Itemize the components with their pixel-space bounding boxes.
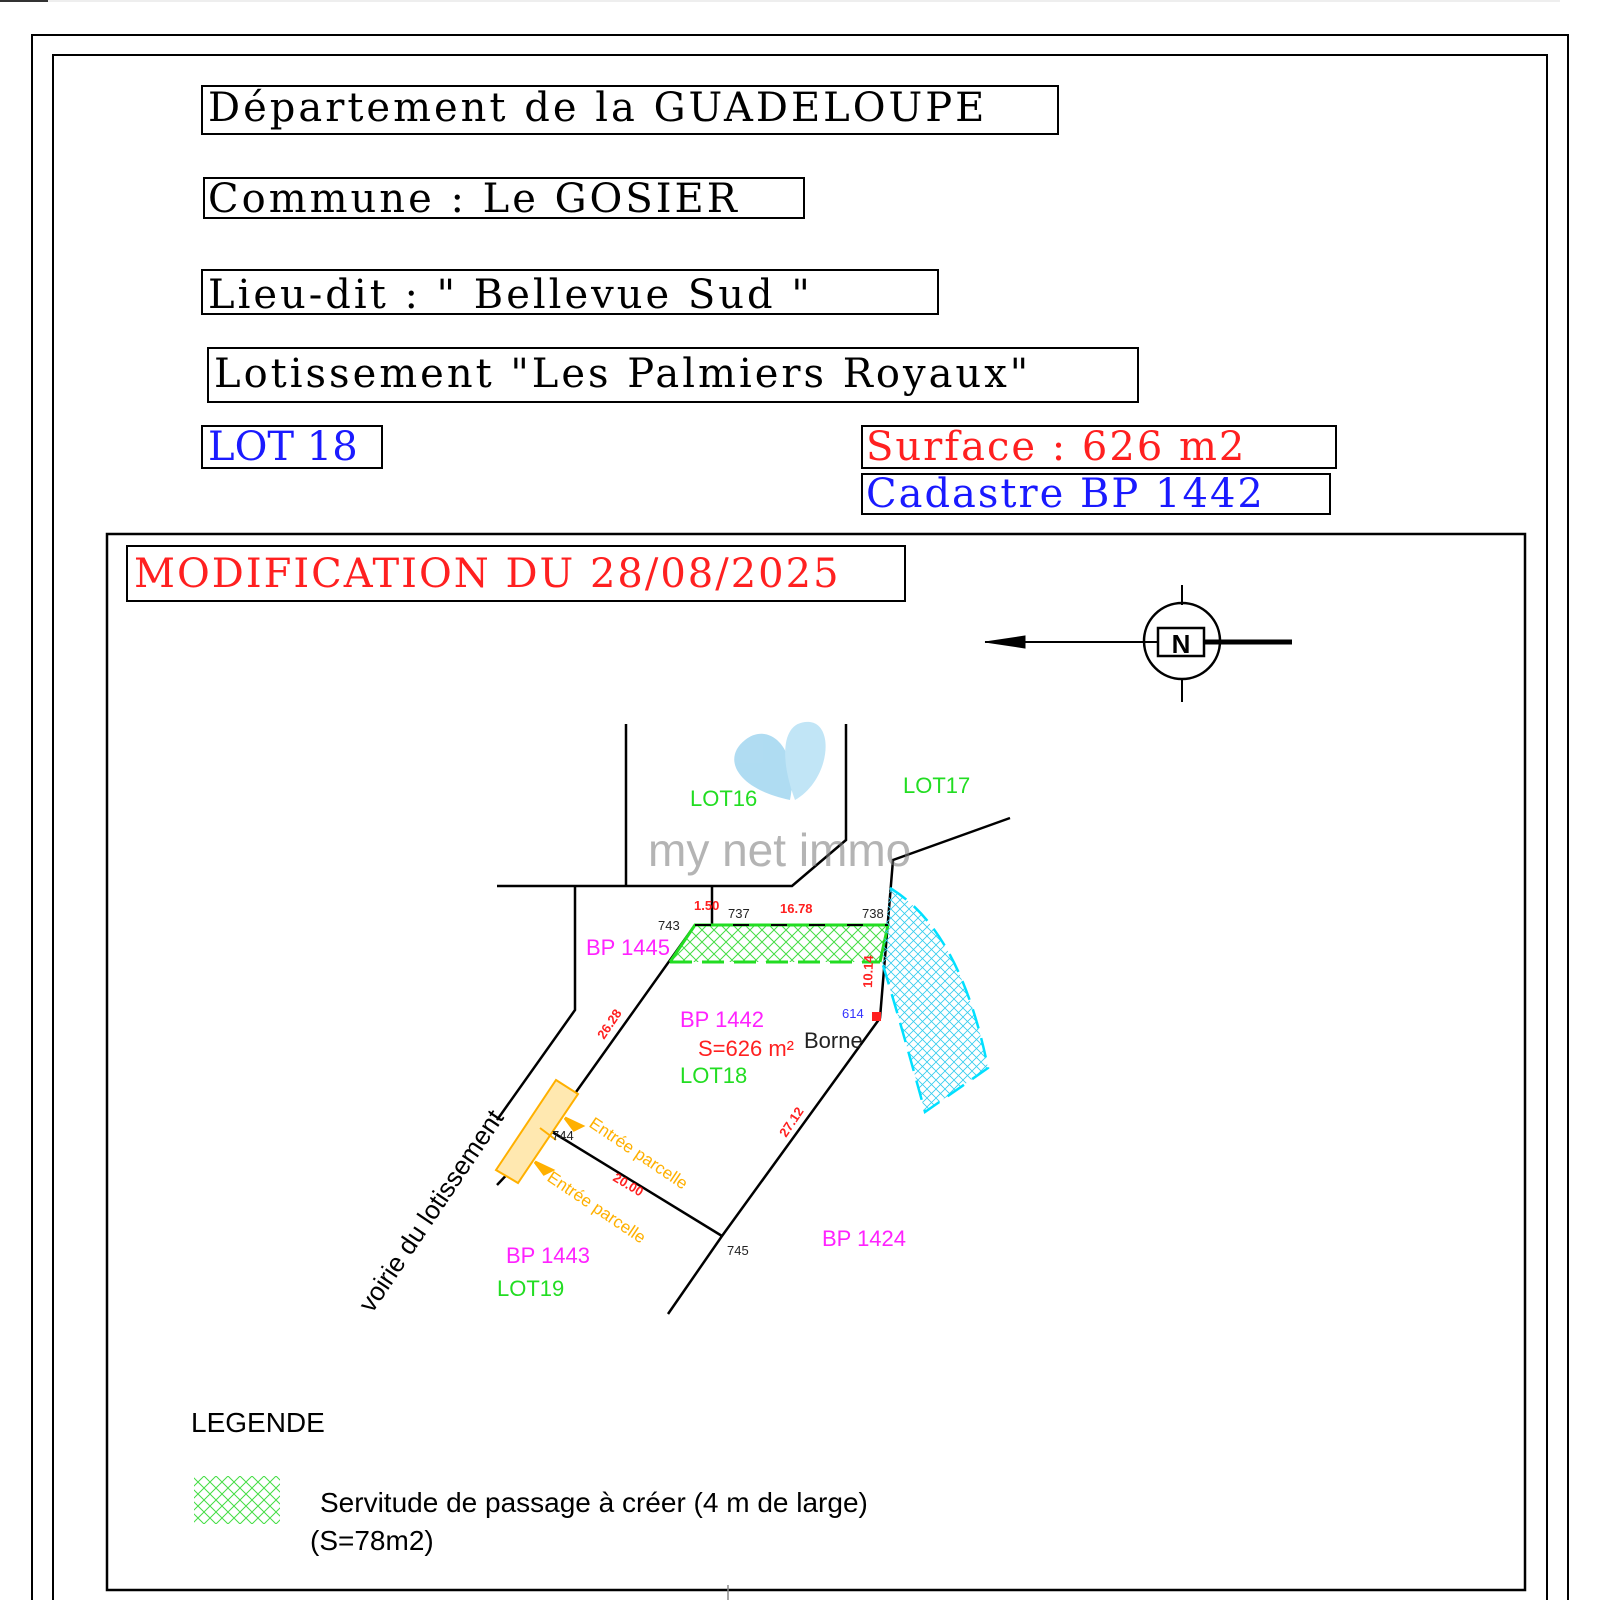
- dim-16-78: 16.78: [780, 901, 813, 916]
- dim-1-50: 1.50: [694, 898, 719, 913]
- point-744: 744: [552, 1128, 574, 1143]
- dim-10-14: 10.14: [860, 954, 876, 988]
- north-letter: N: [1172, 629, 1191, 659]
- dim-26-28: 26.28: [594, 1006, 625, 1041]
- cyan-outline: [880, 886, 990, 1115]
- surface-text: Surface : 626 m2: [866, 424, 1246, 470]
- watermark-logo: my net immo: [648, 721, 911, 876]
- borne-marker: [872, 1012, 881, 1021]
- label-surface: S=626 m²: [698, 1036, 794, 1061]
- header-cadastre: Cadastre BP 1442: [861, 471, 1331, 517]
- entrance-zone: [494, 1078, 580, 1185]
- label-borne: Borne: [804, 1028, 863, 1053]
- inner-frame: [52, 54, 1548, 1600]
- cyan-hatched-area: [882, 888, 988, 1112]
- label-bp1445: BP 1445: [586, 935, 670, 960]
- header-commune: Commune : Le GOSIER: [203, 176, 805, 222]
- watermark-text: my net immo: [648, 824, 911, 876]
- outer-frame: [31, 34, 1569, 1600]
- entrance-arrow-icon: [533, 1116, 586, 1176]
- commune-text: Commune : Le GOSIER: [208, 176, 740, 222]
- label-lot19: LOT19: [497, 1276, 564, 1301]
- modification-text: MODIFICATION DU 28/08/2025: [134, 551, 841, 597]
- north-arrow-icon: N: [984, 585, 1292, 702]
- header-lieu-dit: Lieu-dit : " Bellevue Sud ": [201, 269, 939, 318]
- legend-swatch: [194, 1476, 280, 1524]
- legend-item-label: Servitude de passage à créer (4 m de lar…: [320, 1487, 868, 1518]
- point-745: 745: [727, 1243, 749, 1258]
- plan-frame: [105, 532, 1527, 1592]
- departement-text: Département de la GUADELOUPE: [208, 85, 987, 131]
- label-bp1424: BP 1424: [822, 1226, 906, 1251]
- cadastre-text: Cadastre BP 1442: [866, 471, 1265, 517]
- header-lotissement: Lotissement "Les Palmiers Royaux": [207, 347, 1139, 403]
- label-borne-number: 614: [842, 1006, 864, 1021]
- legend-title: LEGENDE: [191, 1407, 325, 1438]
- legend-item-sub: (S=78m2): [310, 1525, 434, 1556]
- point-743: 743: [658, 918, 680, 933]
- dim-20-00: 20.00: [610, 1170, 646, 1200]
- label-lot16: LOT16: [690, 786, 757, 811]
- lot-text: LOT 18: [208, 424, 358, 470]
- label-lot17: LOT17: [903, 773, 970, 798]
- label-lot18: LOT18: [680, 1063, 747, 1088]
- header-lot: LOT 18: [201, 424, 383, 470]
- lieu-dit-text: Lieu-dit : " Bellevue Sud ": [208, 272, 813, 318]
- servitude-area: [670, 925, 888, 962]
- point-738: 738: [862, 906, 884, 921]
- dim-27-12: 27.12: [776, 1104, 807, 1139]
- header-departement: Département de la GUADELOUPE: [201, 85, 1059, 135]
- point-737: 737: [728, 906, 750, 921]
- modification-box: MODIFICATION DU 28/08/2025: [126, 545, 906, 602]
- lotissement-text: Lotissement "Les Palmiers Royaux": [214, 351, 1031, 397]
- label-voirie: voirie du lotissement: [352, 1103, 510, 1317]
- label-bp1442: BP 1442: [680, 1007, 764, 1032]
- label-bp1443: BP 1443: [506, 1243, 590, 1268]
- header-surface: Surface : 626 m2: [861, 424, 1337, 470]
